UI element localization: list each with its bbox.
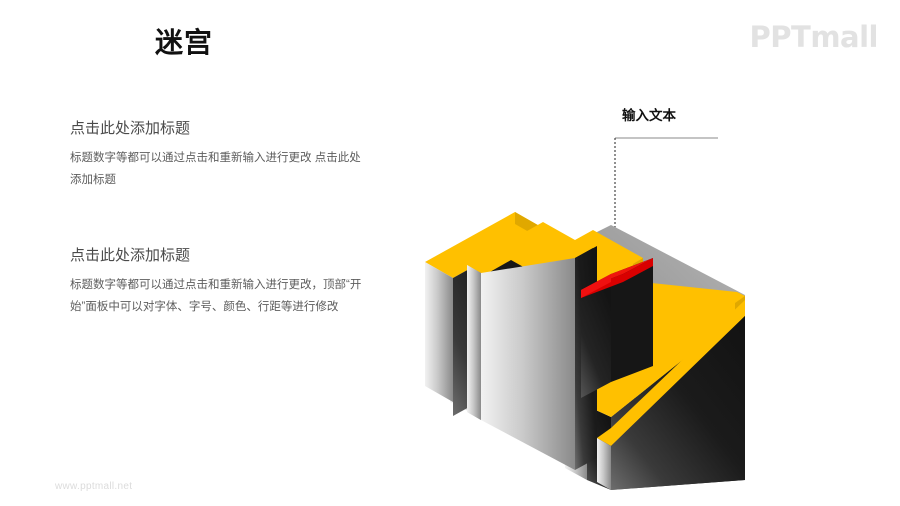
footer-url: www.pptmall.net <box>55 481 133 492</box>
text-block-2-heading: 点击此处添加标题 <box>70 247 191 264</box>
maze-second-slab <box>467 246 597 470</box>
maze-outer-front-arm <box>597 300 745 490</box>
callout-label: 输入文本 <box>622 108 676 123</box>
maze-centre-pillar <box>581 258 653 398</box>
text-block-1-heading: 点击此处添加标题 <box>70 120 191 137</box>
text-block-1: 点击此处添加标题 标题数字等都可以通过点击和重新输入进行更改 点击此处添加标题 <box>70 118 370 192</box>
isometric-maze-figure <box>425 212 745 490</box>
page-title: 迷宫 <box>155 27 214 58</box>
brand-logo: PPTmall <box>749 20 879 54</box>
maze-inner-slab <box>537 258 567 412</box>
text-block-2-body: 标题数字等都可以通过点击和重新输入进行更改，顶部“开始”面板中可以对字体、字号、… <box>70 279 362 314</box>
text-block-1-body: 标题数字等都可以通过点击和重新输入进行更改 点击此处添加标题 <box>70 152 361 187</box>
text-block-2: 点击此处添加标题 标题数字等都可以通过点击和重新输入进行更改，顶部“开始”面板中… <box>70 245 370 319</box>
